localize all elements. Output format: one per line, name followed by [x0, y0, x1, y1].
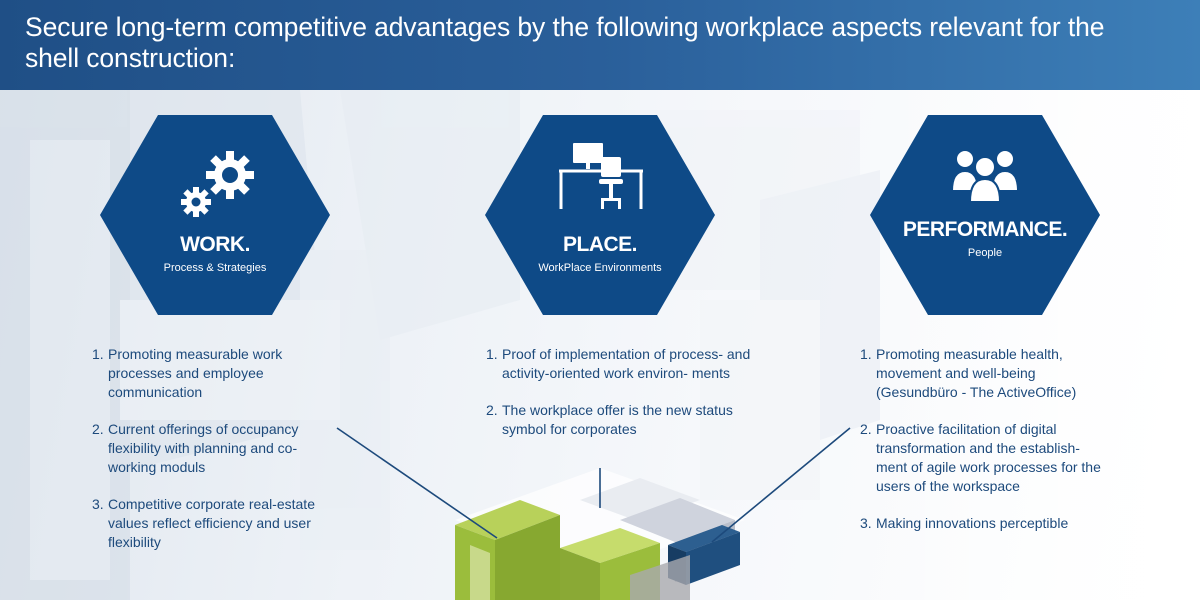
pillar-subtitle: Process & Strategies	[163, 262, 267, 274]
list-item: 1.Promoting measurable work processes an…	[92, 345, 342, 402]
pillar-title: WORK.	[180, 233, 250, 256]
list-item-number: 3.	[860, 515, 872, 531]
people-icon	[950, 149, 1020, 203]
list-item-text: Current offerings of occupancy flexibili…	[108, 421, 299, 475]
list-item-number: 1.	[92, 346, 104, 362]
pillar-title: PERFORMANCE.	[902, 218, 1068, 241]
list-item: 2.The workplace offer is the new status …	[486, 401, 754, 439]
list-item-number: 2.	[486, 402, 498, 418]
list-item-number: 2.	[860, 421, 872, 437]
list-item-number: 3.	[92, 496, 104, 512]
list-item: 3.Making innovations perceptible	[860, 514, 1110, 533]
list-item-text: Making innovations perceptible	[876, 515, 1069, 531]
performance-pillar: PERFORMANCE. People	[870, 115, 1100, 315]
header-banner: Secure long-term competitive advantages …	[0, 0, 1200, 90]
list-item-text: Proactive facilitation of digital transf…	[876, 421, 1101, 494]
list-item: 1.Promoting measurable health, movement …	[860, 345, 1110, 402]
list-item: 3.Competitive corporate real-estate valu…	[92, 495, 342, 552]
list-item: 2.Proactive facilitation of digital tran…	[860, 420, 1110, 496]
list-item-number: 2.	[92, 421, 104, 437]
work-list: 1.Promoting measurable work processes an…	[92, 345, 342, 570]
list-item-text: Promoting measurable health, movement an…	[876, 346, 1077, 400]
hexagon-shape	[870, 115, 1100, 315]
place-pillar: PLACE. WorkPlace Environments	[485, 115, 715, 315]
list-item-number: 1.	[486, 346, 498, 362]
pillar-subtitle: WorkPlace Environments	[538, 262, 662, 274]
work-pillar: WORK. Process & Strategies	[100, 115, 330, 315]
pillar-title: PLACE.	[562, 233, 638, 256]
list-item: 1.Proof of implementation of process- an…	[486, 345, 754, 383]
hexagon-shape	[100, 115, 330, 315]
list-item: 2.Current offerings of occupancy flexibi…	[92, 420, 342, 477]
list-item-text: Proof of implementation of process- and …	[502, 346, 751, 381]
list-item-text: Promoting measurable work processes and …	[108, 346, 283, 400]
list-item-number: 1.	[860, 346, 872, 362]
list-item-text: The workplace offer is the new status sy…	[502, 402, 733, 437]
workstation-icon	[559, 143, 643, 209]
hexagon-shape	[485, 115, 715, 315]
gears-icon	[181, 151, 254, 217]
page-title: Secure long-term competitive advantages …	[25, 12, 1105, 73]
performance-list: 1.Promoting measurable health, movement …	[860, 345, 1110, 551]
place-list: 1.Proof of implementation of process- an…	[486, 345, 754, 457]
pillar-subtitle: People	[967, 247, 1003, 259]
list-item-text: Competitive corporate real-estate values…	[108, 496, 315, 550]
modular-cube	[455, 468, 745, 600]
